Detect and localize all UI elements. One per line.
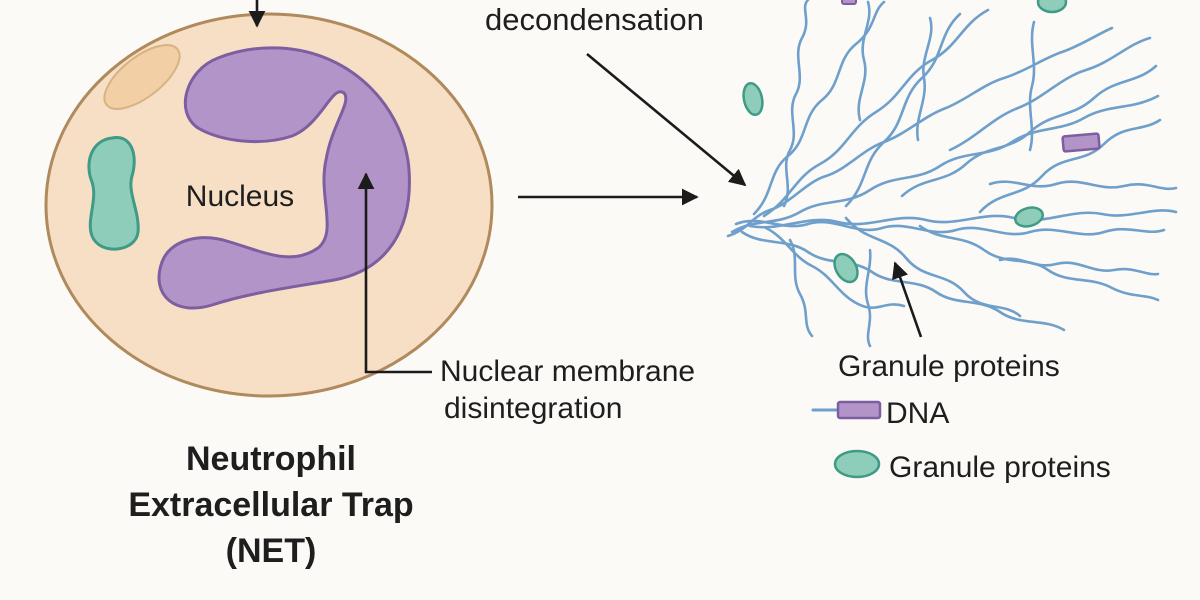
granule-protein-icon [833,252,859,284]
histone-icon [841,0,857,5]
granule-protein-icon [833,449,881,479]
histone-icon [1061,132,1101,153]
granule-proteins-pointer-label: Granule proteins [838,350,1060,383]
nucleus-label: Nucleus [186,180,294,213]
legend-dna-label: DNA [886,397,949,430]
decondensation-arrow [586,52,747,187]
nuclear-membrane-pointer [357,172,432,374]
title-line-3: (NET) [226,532,317,570]
title-line-2: Extracellular Trap [128,486,413,524]
faded-granule-icon [103,44,181,110]
diagram-title: Neutrophil Extracellular Trap (NET) [128,440,413,570]
legend: DNA Granule proteins [811,397,1111,484]
granule-protein-icon [1036,0,1068,14]
decondensation-label: decondensation [485,2,704,37]
net-granule-proteins [742,0,1068,284]
nuclear-membrane-label: Nuclear membrane [440,355,695,388]
net-fibers [726,0,1178,348]
granule-icon [87,136,140,251]
title-line-1: Neutrophil [186,440,356,478]
net-histones [841,0,1101,153]
granule-protein-icon [1014,206,1044,228]
granule-protein-icon [742,81,764,117]
granule-proteins-arrow [892,261,923,338]
legend-granule-label: Granule proteins [889,451,1111,484]
nucleus-shape [157,46,411,310]
histone-legend-icon [836,400,882,420]
disintegration-label: disintegration [444,392,622,425]
neutrophil-cell: Nucleus [44,12,494,398]
